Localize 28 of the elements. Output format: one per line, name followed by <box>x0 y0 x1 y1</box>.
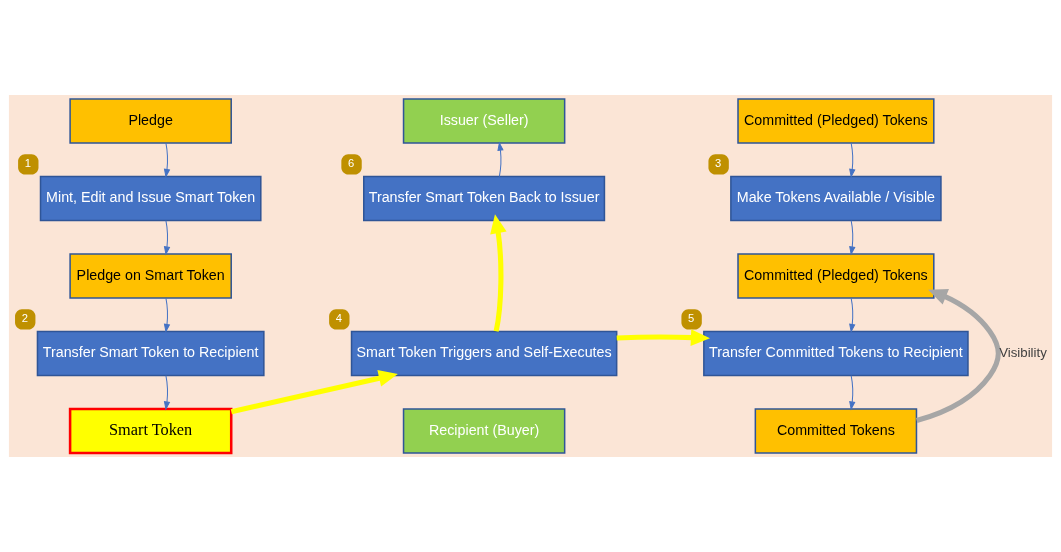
node-box: Pledge on Smart Token <box>69 253 232 299</box>
node-box: Recipient (Buyer) <box>402 408 566 454</box>
node-label: 1 <box>24 157 31 170</box>
node-box: Committed (Pledged) Tokens <box>737 253 935 299</box>
node-label: 2 <box>21 312 28 325</box>
arrow <box>163 142 171 179</box>
arrow <box>916 289 1001 423</box>
node-box: Committed (Pledged) Tokens <box>737 98 935 144</box>
arrow <box>163 297 171 334</box>
node-box: Issuer (Seller) <box>402 98 566 144</box>
node-box: Smart Token <box>68 407 233 455</box>
arrow <box>490 214 507 332</box>
arrow <box>230 370 398 415</box>
arrow <box>849 297 856 334</box>
node-label: 6 <box>347 157 355 170</box>
arrow <box>616 329 710 346</box>
arrow <box>163 220 171 256</box>
node-label: 5 <box>688 312 695 325</box>
edge-label: Visibility <box>999 344 1047 360</box>
arrow <box>163 375 171 411</box>
node-label: 4 <box>335 312 342 325</box>
node-box: Pledge <box>69 98 232 144</box>
node-label: 3 <box>715 157 722 170</box>
arrow <box>849 142 856 179</box>
arrow <box>849 220 856 256</box>
node-box: Committed Tokens <box>754 408 918 454</box>
arrow <box>497 141 504 178</box>
arrow <box>849 375 856 411</box>
